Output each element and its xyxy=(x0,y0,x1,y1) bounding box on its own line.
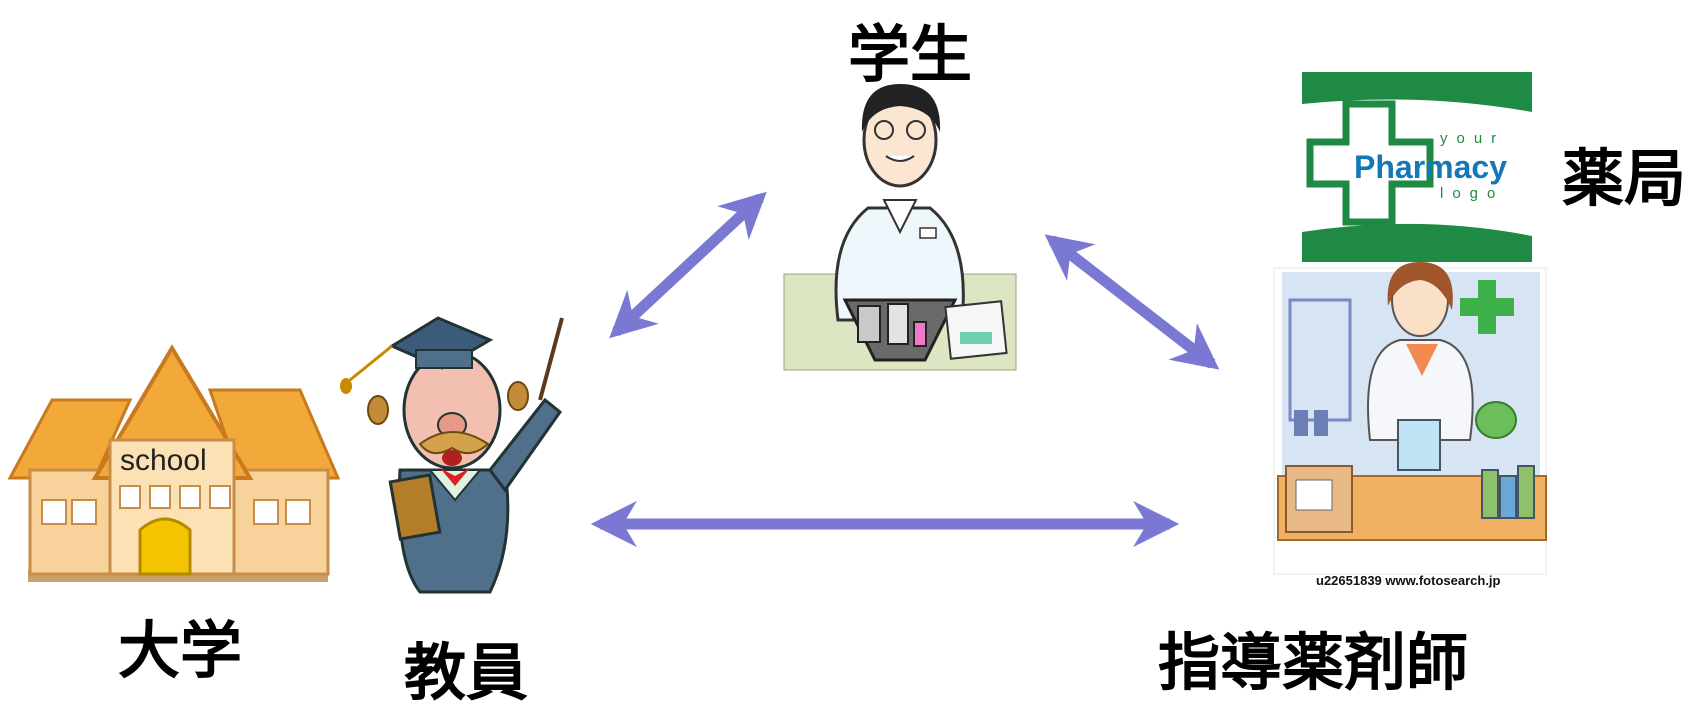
label-pharmacy: 薬局 xyxy=(1562,142,1687,215)
pharmacy-logo: Pharmacy your logo xyxy=(1302,72,1532,262)
logo-main-text: Pharmacy xyxy=(1354,149,1507,185)
logo-bottom-text: logo xyxy=(1440,185,1504,202)
diagram-canvas: school xyxy=(7,72,1547,594)
arrow-student-preceptor xyxy=(1044,234,1220,370)
label-preceptor: 指導薬剤師 xyxy=(1158,626,1469,699)
school-building-icon: school xyxy=(7,344,341,582)
label-university: 大学 xyxy=(118,614,243,687)
student-icon xyxy=(783,84,1017,371)
pharmacist-icon xyxy=(1273,262,1547,575)
arrow-teacher-student xyxy=(609,191,767,339)
logo-top-text: your xyxy=(1440,130,1505,147)
school-sign: school xyxy=(120,444,207,477)
professor-icon xyxy=(340,316,564,594)
label-teacher: 教員 xyxy=(404,636,529,709)
label-student: 学生 xyxy=(848,18,973,91)
image-credit: u22651839 www.fotosearch.jp xyxy=(1316,573,1501,588)
